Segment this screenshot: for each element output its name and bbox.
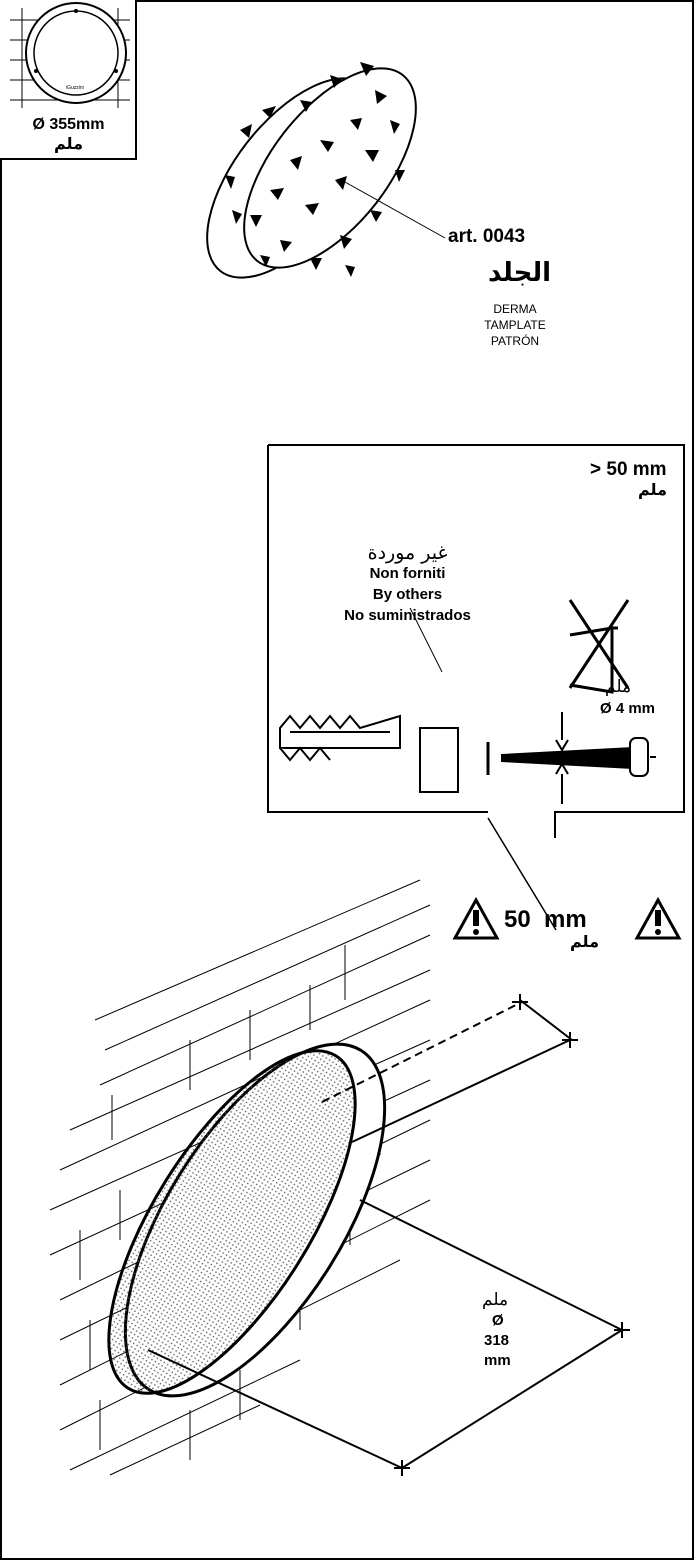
hole-diameter-symbol: Ø bbox=[492, 1312, 504, 1329]
callout-leader bbox=[487, 817, 557, 931]
product-thumbnail: iGuzzini Ø 355mm ملم bbox=[0, 0, 137, 160]
not-supplied-en: By others bbox=[372, 586, 443, 603]
brand-logo: iGuzzini bbox=[66, 85, 84, 91]
detail-box bbox=[267, 444, 685, 838]
depth-label: > 50 mm bbox=[590, 459, 667, 480]
article-number: art. 0043 bbox=[448, 226, 526, 247]
hole-diameter-value: 318 bbox=[484, 1332, 510, 1349]
depth-unit-arabic: ملم bbox=[638, 480, 667, 499]
warning-unit-arabic: ملم bbox=[570, 932, 599, 951]
not-supplied-arabic: غير موردة bbox=[367, 542, 448, 564]
screw-icon bbox=[501, 712, 656, 804]
article-leader-line bbox=[344, 181, 446, 239]
warning-icon bbox=[452, 896, 500, 940]
luminaire-disc-icon bbox=[107, 1042, 387, 1398]
crossed-screw-icon bbox=[568, 599, 630, 694]
not-supplied-es: No suministrados bbox=[344, 607, 471, 624]
hole-diameter-unit: mm bbox=[484, 1352, 511, 1369]
warning-icon-2 bbox=[634, 896, 682, 940]
washer-icon bbox=[419, 727, 459, 793]
template-label-tamplate: TAMPLATE bbox=[484, 318, 546, 332]
hole-unit-arabic: ملم bbox=[482, 1290, 509, 1310]
template-disc-icon bbox=[206, 62, 417, 279]
thumbnail-diameter: Ø 355mm bbox=[32, 116, 105, 133]
dimension-lines bbox=[147, 994, 630, 1476]
template-label-patron: PATRÓN bbox=[490, 334, 540, 348]
wall-plug-icon bbox=[279, 714, 401, 762]
screw-diameter: Ø 4 mm bbox=[600, 700, 656, 717]
thumbnail-drawing bbox=[10, 2, 130, 108]
template-arabic-title: الجلد bbox=[488, 258, 552, 288]
warning-depth-label: 50 mm bbox=[504, 906, 587, 933]
template-label-derma: DERMA bbox=[493, 302, 537, 316]
not-supplied-it: Non forniti bbox=[369, 565, 446, 582]
thumbnail-unit-arabic: ملم bbox=[54, 134, 83, 153]
screw-unit-arabic: ملم bbox=[605, 677, 632, 697]
